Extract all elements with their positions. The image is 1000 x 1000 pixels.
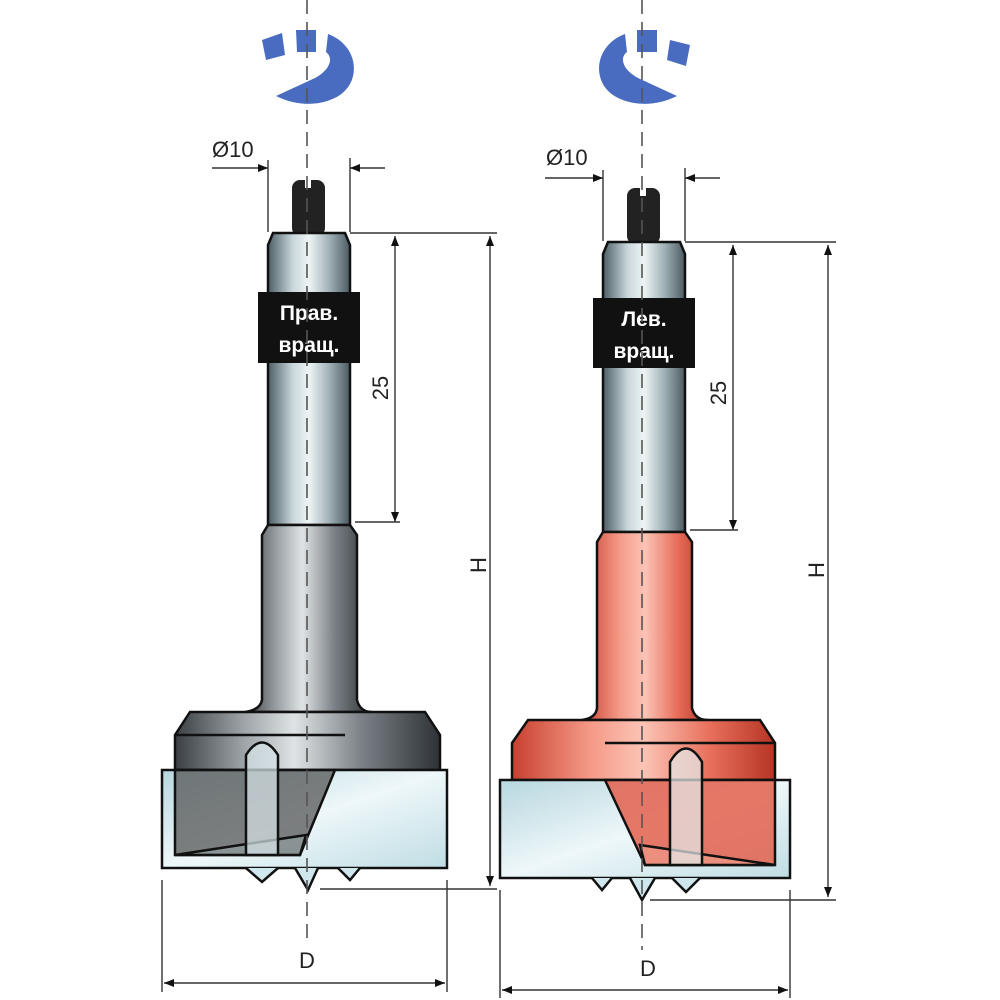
shank-diameter-label: Ø10 — [212, 137, 254, 162]
height-label: H — [804, 562, 829, 578]
thread — [292, 180, 325, 236]
counterclockwise-rotation-icon — [599, 30, 690, 104]
shank-diameter-label: Ø10 — [546, 145, 588, 170]
rotation-label-box — [593, 298, 695, 368]
body — [581, 530, 709, 722]
clockwise-rotation-icon — [262, 30, 354, 104]
shank-length-label: 25 — [706, 381, 731, 405]
diameter-label: D — [299, 948, 315, 973]
diameter-label: D — [640, 956, 656, 981]
rotation-label-line1: Лев. — [621, 308, 666, 331]
rotation-label-box — [258, 292, 360, 363]
rotation-label-line2: вращ. — [279, 334, 340, 357]
body — [244, 523, 373, 714]
rotation-label-line2: вращ. — [614, 340, 675, 363]
drill-left-hand: Лев. вращ. Ø10 25 H D — [498, 0, 836, 998]
shank — [601, 240, 687, 534]
spurs — [591, 877, 701, 903]
drill-right-hand: Прав. вращ. Ø10 25 H D — [160, 0, 497, 992]
rotation-label-line1: Прав. — [280, 302, 338, 325]
head — [510, 718, 777, 782]
shank-length-label: 25 — [368, 376, 393, 400]
thread — [627, 188, 660, 244]
spurs — [245, 867, 361, 893]
height-label: H — [466, 557, 491, 573]
shank — [266, 231, 352, 527]
